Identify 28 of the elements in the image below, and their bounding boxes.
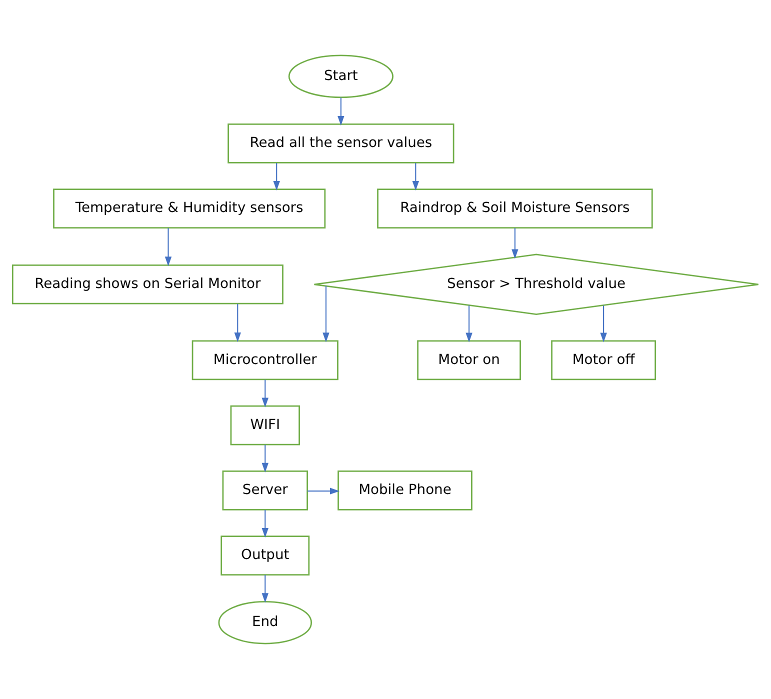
arrow bbox=[164, 228, 172, 266]
node-box: WIFI bbox=[230, 405, 300, 446]
node-box: Reading shows on Serial Monitor bbox=[12, 264, 284, 304]
node-box: Output bbox=[220, 536, 310, 576]
node-box: Raindrop & Soil Moisture Sensors bbox=[377, 188, 653, 228]
node-ellipse: End bbox=[218, 600, 312, 644]
node-box: Motor off bbox=[551, 340, 656, 380]
arrow bbox=[338, 98, 344, 126]
arrow bbox=[412, 163, 420, 191]
node-box: Mobile Phone bbox=[338, 470, 472, 510]
node-box: Server bbox=[222, 470, 308, 510]
node-box: Microcontroller bbox=[192, 340, 338, 380]
arrow bbox=[234, 304, 241, 342]
node-box: Motor on bbox=[417, 340, 521, 380]
node-box: Temperature & Humidity sensors bbox=[53, 188, 326, 228]
arrow bbox=[322, 286, 330, 342]
node-box: Read all the sensor values bbox=[228, 124, 454, 164]
arrow bbox=[600, 306, 607, 342]
arrow bbox=[262, 380, 268, 408]
node-diamond: Sensor > Threshold value bbox=[314, 254, 760, 315]
arrow bbox=[273, 163, 280, 191]
arrow bbox=[466, 306, 472, 342]
arrow bbox=[512, 228, 518, 259]
node-ellipse: Start bbox=[288, 54, 394, 98]
arrow bbox=[262, 510, 268, 538]
arrow bbox=[307, 488, 340, 494]
arrow bbox=[262, 444, 268, 473]
arrow bbox=[262, 574, 268, 603]
